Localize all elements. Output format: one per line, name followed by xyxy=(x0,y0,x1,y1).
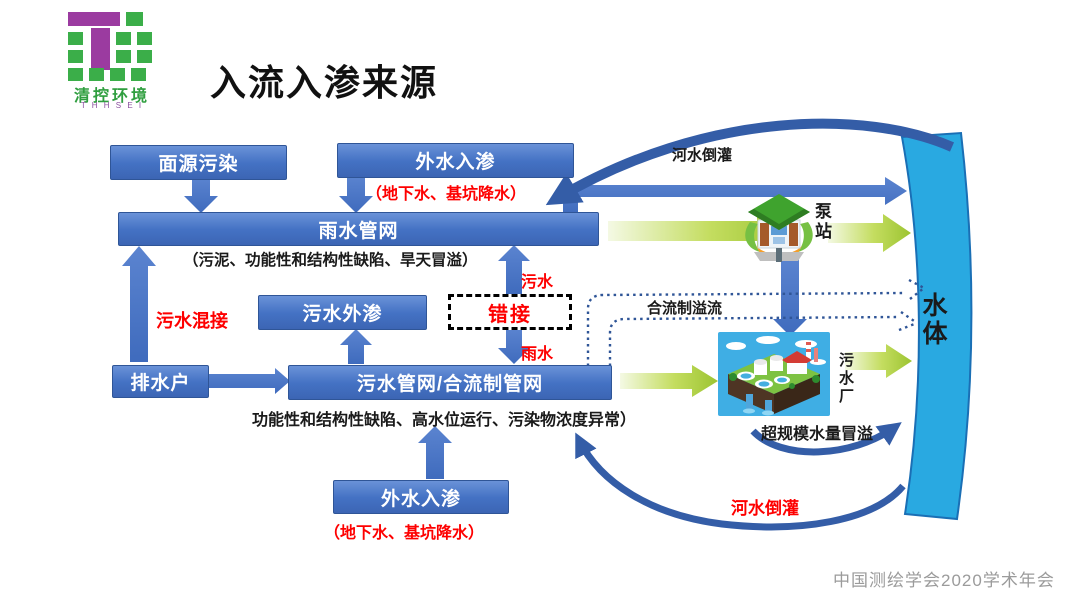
box-external-water-top: 外水入渗 xyxy=(337,143,574,178)
arrow-river-backflow-top xyxy=(545,118,955,206)
arrow-exfiltration-up xyxy=(340,329,372,364)
curved-arrows xyxy=(545,118,955,531)
arrow-wrong-conn-down xyxy=(498,328,530,364)
arrow-external-bottom-up xyxy=(418,426,452,479)
green-arrow-sewage-to-wwtp xyxy=(620,365,718,397)
block-arrows xyxy=(122,175,907,479)
green-arrow-wwtp-to-water xyxy=(845,344,912,378)
arrow-overflow-to-water xyxy=(750,422,902,456)
arrow-external-to-rain xyxy=(339,175,373,213)
label-river-backflow-bottom: 河水倒灌 xyxy=(731,499,799,518)
cso-line-upper-arrowhead xyxy=(908,278,925,300)
label-sewage-network-defects: 功能性和结构性缺陷、高水位运行、污染物浓度异常） xyxy=(252,412,637,429)
arrow-rain-to-water xyxy=(563,177,907,215)
arrow-sewage-mix-up xyxy=(122,246,156,362)
label-groundwater-bottom: （地下水、基坑降水） xyxy=(324,525,485,542)
box-discharger: 排水户 xyxy=(112,365,209,398)
box-sewage-exfiltration: 污水外渗 xyxy=(258,295,427,330)
label-river-backflow-top: 河水倒灌 xyxy=(672,147,733,164)
label-groundwater-top: （地下水、基坑降水） xyxy=(365,186,526,203)
box-sewage-network: 污水管网/合流制管网 xyxy=(288,365,612,400)
arrow-discharger-right xyxy=(207,368,290,394)
label-wwtp: 污水厂 xyxy=(837,352,854,406)
label-water-body: 水体 xyxy=(919,292,947,348)
box-rainwater-network: 雨水管网 xyxy=(118,212,599,246)
pump-station-icon xyxy=(745,194,813,262)
cso-line-lower xyxy=(608,315,898,366)
label-pump-station: 泵站 xyxy=(812,202,831,242)
box-external-water-bottom: 外水入渗 xyxy=(333,480,509,514)
arrow-pump-to-wwtp xyxy=(773,257,807,336)
label-overflow: 超规模水量冒溢 xyxy=(761,426,874,443)
green-arrow-pump-to-water xyxy=(828,214,911,252)
cso-dotted-lines xyxy=(586,278,925,366)
arrow-wrong-conn-up xyxy=(498,245,530,294)
box-wrong-connection: 错接 xyxy=(448,294,572,330)
logo-mark xyxy=(68,12,152,81)
cso-line-upper xyxy=(586,291,904,366)
arrow-nonpoint-to-rain xyxy=(184,177,218,213)
arrow-river-backflow-bottom xyxy=(575,432,906,531)
label-sewage-mixed-connection: 污水混接 xyxy=(156,311,228,331)
water-body-shape xyxy=(900,131,973,521)
footer-conference: 中国测绘学会2020学术年会 xyxy=(833,571,1055,590)
logo-text: 清控环境 xyxy=(73,88,150,105)
page-title: 入流入渗来源 xyxy=(210,63,439,103)
logo-subtext: T H H S E I xyxy=(80,101,144,110)
label-rain-network-defects: （污泥、功能性和结构性缺陷、旱天冒溢） xyxy=(183,252,478,269)
label-rainwater: 雨水 xyxy=(521,346,554,363)
wwtp-icon xyxy=(718,332,830,416)
label-sewage: 污水 xyxy=(521,274,554,291)
label-cso: 合流制溢流 xyxy=(647,300,723,317)
box-non-point-source: 面源污染 xyxy=(110,145,287,180)
